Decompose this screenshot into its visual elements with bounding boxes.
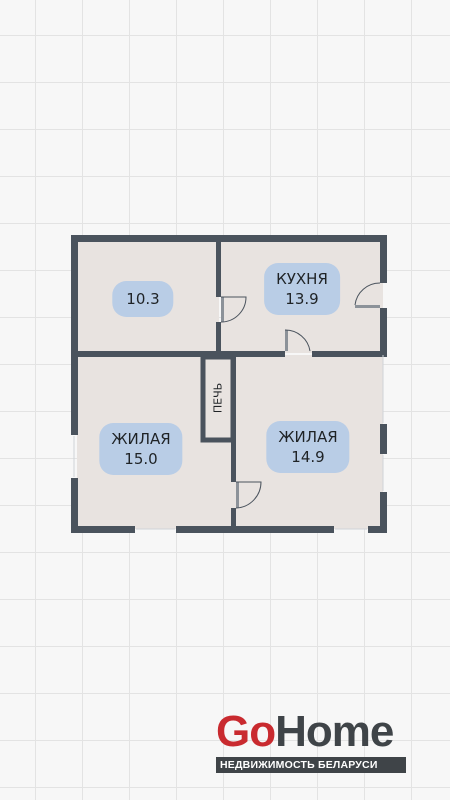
room-label-living-right: ЖИЛАЯ 14.9 — [266, 421, 350, 473]
wall-bottom-1 — [71, 526, 135, 533]
wall-bottom-3 — [368, 526, 387, 533]
doors — [220, 282, 381, 509]
logo-go: Go — [216, 707, 276, 756]
room-label-room-1: 10.3 — [112, 281, 174, 317]
walls — [71, 235, 387, 533]
door-kitchen-hall — [284, 329, 311, 352]
stove-label: ПЕЧЬ — [211, 382, 225, 414]
wall-left-2 — [71, 478, 78, 532]
room-area-room-1: 10.3 — [126, 290, 160, 308]
wall-left-1 — [71, 235, 78, 435]
stove — [200, 354, 236, 443]
gohome-logo: GoHome НЕДВИЖИМОСТЬ БЕЛАРУСИ — [216, 708, 406, 773]
wall-top — [71, 235, 387, 242]
room-name-living-left: ЖИЛАЯ — [111, 430, 171, 448]
wall-right-4 — [380, 492, 387, 532]
wall-middle-2 — [312, 351, 387, 357]
door-living-right — [235, 481, 262, 509]
windows — [73, 355, 384, 530]
wall-middle-1 — [71, 351, 285, 357]
room-label-living-left: ЖИЛАЯ 15.0 — [99, 423, 183, 475]
logo-home: Home — [275, 707, 394, 756]
logo-wordmark: GoHome — [216, 708, 406, 756]
door-room1-kitchen — [220, 296, 247, 323]
room-area-kitchen: 13.9 — [285, 290, 319, 308]
wall-inner-v1-b — [216, 322, 221, 357]
door-kitchen-exterior — [354, 282, 381, 308]
room-area-living-right: 14.9 — [291, 448, 325, 466]
room-label-kitchen: КУХНЯ 13.9 — [264, 263, 340, 315]
wall-inner-v2-b — [231, 508, 236, 532]
wall-right-3 — [380, 424, 387, 454]
wall-right-2 — [380, 308, 387, 354]
wall-bottom-2 — [176, 526, 334, 533]
room-area-living-left: 15.0 — [124, 450, 158, 468]
wall-inner-v1-a — [216, 235, 221, 297]
room-name-living-right: ЖИЛАЯ — [278, 428, 338, 446]
wall-inner-v2-a — [231, 355, 236, 482]
logo-tagline: НЕДВИЖИМОСТЬ БЕЛАРУСИ — [216, 757, 406, 773]
wall-right-1 — [380, 235, 387, 283]
room-name-kitchen: КУХНЯ — [276, 270, 328, 288]
